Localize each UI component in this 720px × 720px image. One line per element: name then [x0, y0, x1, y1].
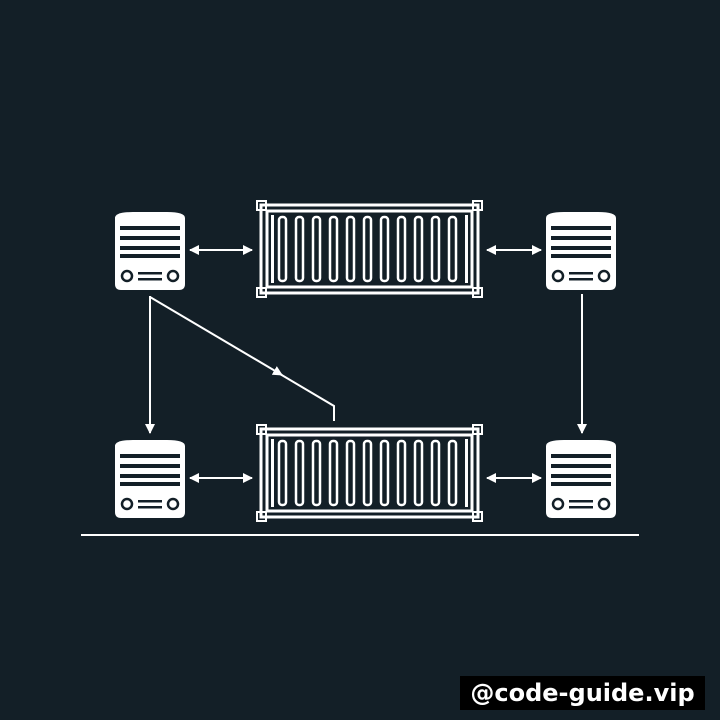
container-bottom-icon: [255, 423, 484, 523]
watermark: @code-guide.vip: [460, 676, 705, 710]
edge-server-top-left-container-bottom: [149, 296, 335, 421]
server-bottom-left-icon: [113, 438, 187, 520]
server-top-left-icon: [113, 210, 187, 292]
container-top-icon: [255, 199, 484, 299]
server-top-right-icon: [544, 210, 618, 292]
server-bottom-right-icon: [544, 438, 618, 520]
